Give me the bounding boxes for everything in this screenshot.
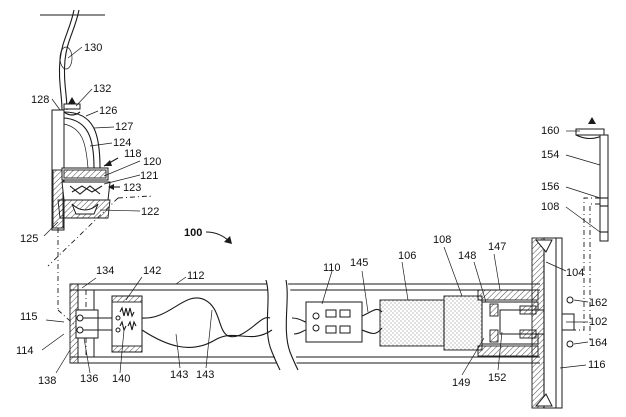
ref-label-100: 100: [184, 227, 202, 239]
ref-label-143-a: 143: [170, 369, 188, 381]
ref-label-154: 154: [541, 149, 559, 161]
reference-labels: 130 128 132 126 127 124 118 120 121 123 …: [16, 42, 607, 389]
ref-label-106: 106: [398, 250, 416, 262]
ref-label-126: 126: [99, 105, 117, 117]
ref-label-136: 136: [80, 373, 98, 385]
ref-label-147: 147: [488, 241, 506, 253]
ref-label-149: 149: [452, 377, 470, 389]
ref-label-156: 156: [541, 181, 559, 193]
ref-label-128: 128: [31, 94, 49, 106]
ref-label-130: 130: [84, 42, 102, 54]
ref-label-140: 140: [112, 373, 130, 385]
leaders-main: [41, 246, 589, 376]
ref-label-145: 145: [350, 257, 368, 269]
ref-label-152: 152: [488, 372, 506, 384]
ref-label-122: 122: [141, 206, 159, 218]
ref-label-114: 114: [16, 345, 34, 357]
ref-label-142: 142: [143, 265, 161, 277]
ref-label-138: 138: [38, 375, 56, 387]
ref-label-118: 118: [124, 148, 142, 160]
ref-label-132: 132: [93, 83, 111, 95]
ref-label-160: 160: [541, 125, 559, 137]
ref-label-108-top: 108: [541, 201, 559, 213]
ref-label-125: 125: [20, 233, 38, 245]
ref-label-108-main: 108: [433, 234, 451, 246]
ref-label-116: 116: [588, 359, 606, 371]
ref-label-110: 110: [323, 262, 341, 274]
ref-label-115: 115: [20, 311, 38, 323]
ceiling-mount-detail: [40, 9, 120, 231]
ref-label-124: 124: [113, 137, 131, 149]
ref-label-120: 120: [143, 156, 161, 168]
ref-label-112: 112: [187, 270, 205, 282]
ref-label-123: 123: [123, 182, 141, 194]
main-assembly: [69, 231, 575, 409]
ref-label-164: 164: [589, 337, 607, 349]
ref-label-121: 121: [140, 170, 158, 182]
ref-label-102: 102: [589, 316, 607, 328]
ref-label-104: 104: [566, 267, 584, 279]
ref-label-148: 148: [458, 250, 476, 262]
ref-label-143-b: 143: [196, 369, 214, 381]
ref-label-162: 162: [589, 297, 607, 309]
ref-label-127: 127: [115, 121, 133, 133]
leaders-top-left: [43, 46, 141, 237]
ref-label-134: 134: [96, 265, 114, 277]
